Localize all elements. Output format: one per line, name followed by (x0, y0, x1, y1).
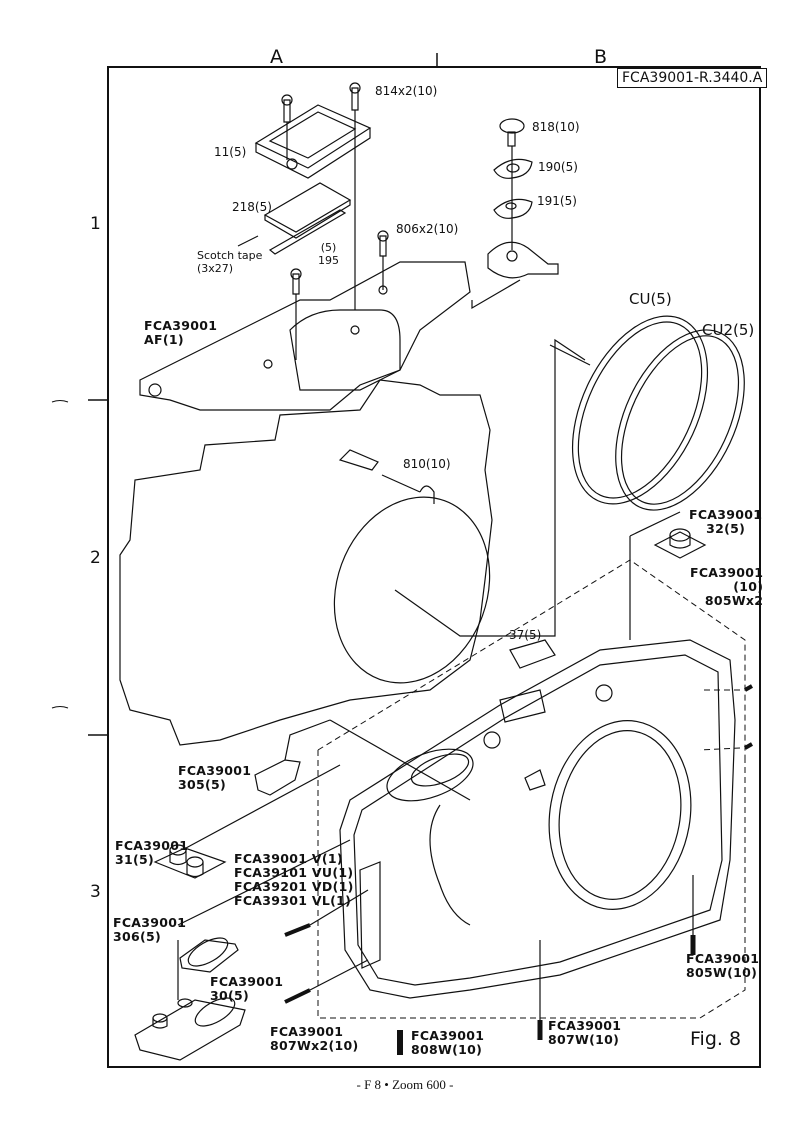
label-cover-37: 37(5) (509, 628, 542, 642)
label-ring-cu2: CU2(5) (702, 321, 755, 339)
plate-30-part (134, 940, 246, 1061)
label-top-board-af: FCA39001 AF(1) (144, 318, 218, 347)
label-screw-807w-x2: FCA39001 807Wx2(10) (270, 1024, 359, 1053)
button-32-part (629, 511, 707, 640)
diagram-frame (107, 66, 761, 1068)
reference-code: FCA39001-R.3440.A (617, 68, 768, 88)
label-screw-805w-x2: FCA39001 (10) 805Wx2 (690, 565, 764, 608)
label-screw-810: 810(10) (403, 457, 451, 471)
window-frame-part (254, 82, 372, 310)
row-header-2: 2 (90, 548, 101, 568)
label-disc-190: 190(5) (538, 160, 578, 174)
label-ring-cu: CU(5) (629, 290, 672, 308)
row-header-1: 1 (90, 214, 101, 234)
chassis-part (119, 338, 586, 746)
label-lcd-218: 218(5) (232, 200, 272, 214)
label-screw-808w: FCA39001 808W(10) (411, 1028, 485, 1057)
lcd-panel-part (237, 182, 352, 255)
top-board-part (139, 261, 521, 411)
button-306-part (177, 839, 351, 973)
column-header-b: B (594, 46, 608, 68)
label-scotch-tape: Scotch tape (3x27) (197, 249, 263, 275)
label-button-306: FCA39001 306(5) (113, 915, 187, 944)
row-header-3: 3 (90, 882, 101, 902)
label-strip-195: (5) 195 (318, 241, 339, 267)
label-screw-806: 806x2(10) (396, 222, 459, 236)
column-header-a: A (270, 46, 283, 68)
label-plate-30: FCA39001 30(5) (210, 974, 284, 1003)
label-plate-191: 191(5) (537, 194, 577, 208)
figure-label: Fig. 8 (690, 1028, 742, 1050)
label-window-frame-11: 11(5) (214, 145, 247, 159)
label-buttons-31: FCA39001 31(5) (115, 838, 189, 867)
screw-stack (290, 118, 559, 360)
grid-ticks (51, 53, 438, 736)
buttons-31-part (153, 764, 341, 879)
label-screw-807w: FCA39001 807W(10) (548, 1018, 622, 1047)
lever-305-part (254, 719, 471, 801)
label-front-cabinet-variants: FCA39001 V(1) FCA39101 VU(1) FCA39201 VD… (234, 851, 354, 908)
label-screw-805w: FCA39001 805W(10) (686, 951, 760, 980)
rings-part (549, 315, 745, 511)
side-screws (284, 684, 753, 1055)
assembly-boundary (317, 559, 746, 1019)
page-footer: - F 8 • Zoom 600 - (356, 1077, 454, 1092)
label-button-32: FCA39001 32(5) (689, 507, 763, 536)
label-screw-814: 814x2(10) (375, 84, 438, 98)
label-lever-305: FCA39001 305(5) (178, 763, 252, 792)
label-screw-818: 818(10) (532, 120, 580, 134)
